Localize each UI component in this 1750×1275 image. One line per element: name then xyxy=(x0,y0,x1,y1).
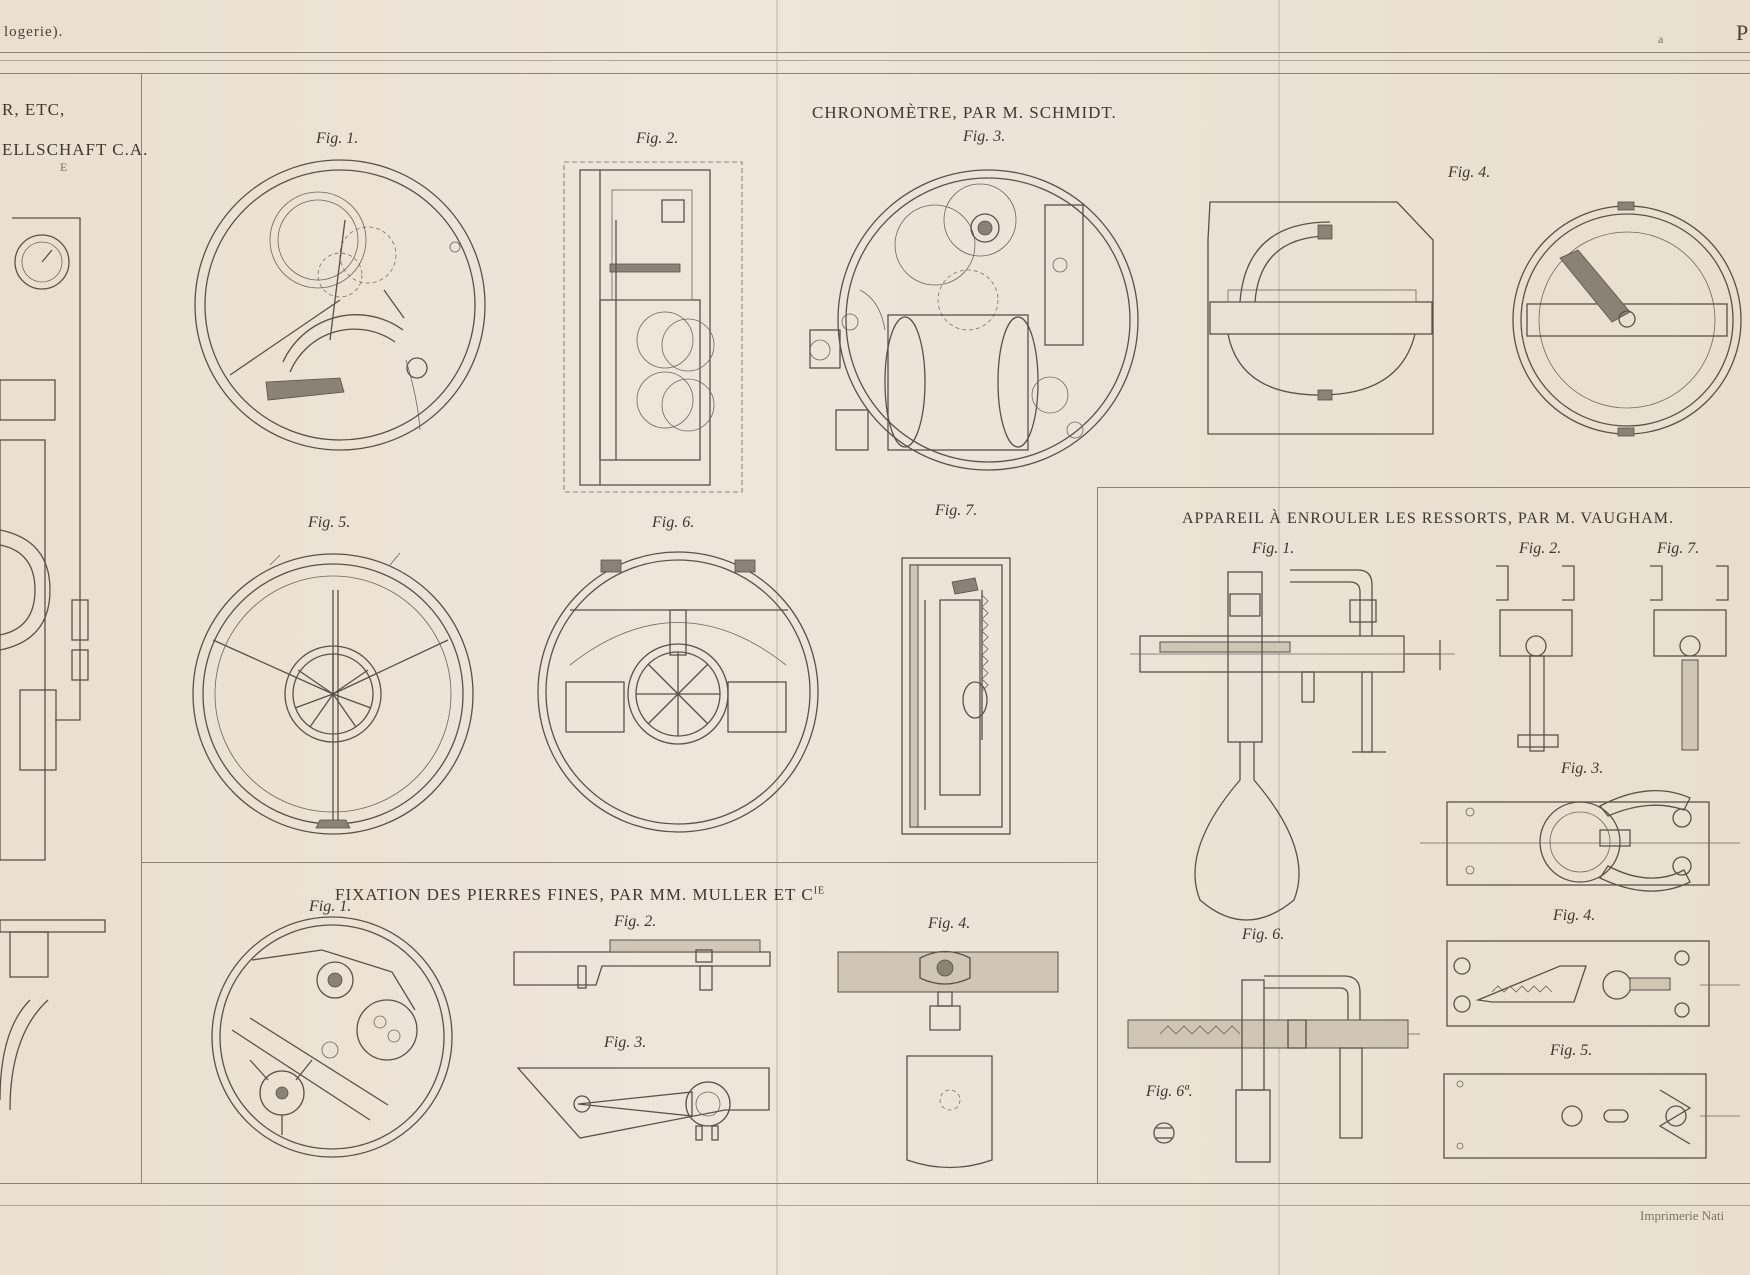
chrono-fig5-label: Fig. 5. xyxy=(308,514,351,531)
appareil-fig4-drawing xyxy=(1446,940,1740,1027)
chrono-fig1-label: Fig. 1. xyxy=(316,130,359,147)
chrono-fig3-label: Fig. 3. xyxy=(963,128,1006,145)
chrono-fig4a-drawing xyxy=(1207,201,1434,435)
appareil-fig7-label: Fig. 7. xyxy=(1657,540,1700,557)
appareil-top-rule xyxy=(1097,487,1750,488)
header-left-text: logerie). xyxy=(4,24,64,40)
left-panel-divider xyxy=(141,73,142,1183)
chrono-fig7-label: Fig. 7. xyxy=(935,502,978,519)
appareil-fig6-label: Fig. 6. xyxy=(1242,926,1285,943)
chrono-fig4b-drawing xyxy=(1512,201,1742,437)
fixation-fig4-label: Fig. 4. xyxy=(928,915,971,932)
frame-bottom xyxy=(0,1183,1750,1184)
section-divider-h xyxy=(141,862,1097,863)
chrono-fig2-drawing xyxy=(563,161,743,493)
fixation-fig2-label: Fig. 2. xyxy=(614,913,657,930)
top-rule xyxy=(0,52,1750,53)
left-apparatus-drawing xyxy=(0,217,106,1111)
appareil-title: APPAREIL À ENROULER LES RESSORTS, PAR M.… xyxy=(1182,510,1674,527)
fixation-fig2-drawing xyxy=(513,939,771,991)
appareil-fig6a-drawing xyxy=(1153,1122,1175,1144)
fixation-fig3-drawing xyxy=(516,1067,770,1141)
appareil-fig1-label: Fig. 1. xyxy=(1252,540,1295,557)
appareil-fig7-drawing xyxy=(1650,565,1729,751)
appareil-fig5-label: Fig. 5. xyxy=(1550,1042,1593,1059)
header-mark: a xyxy=(1658,32,1664,46)
left-title-line2: ELLSCHAFT C.A. xyxy=(2,140,149,159)
header-plate-letter: P xyxy=(1736,20,1750,45)
appareil-fig4-label: Fig. 4. xyxy=(1553,907,1596,924)
frame-top xyxy=(0,73,1750,74)
appareil-fig5-drawing xyxy=(1443,1073,1740,1159)
fold-crease xyxy=(776,0,778,1275)
chrono-fig6-drawing xyxy=(537,551,819,833)
chrono-fig7-drawing xyxy=(901,557,1011,835)
fixation-title: FIXATION DES PIERRES FINES, PAR MM. MULL… xyxy=(335,885,826,904)
appareil-fig3-label: Fig. 3. xyxy=(1561,760,1604,777)
fixation-fig1-drawing xyxy=(211,916,453,1158)
imprint-text: Imprimerie Nati xyxy=(1640,1208,1725,1223)
appareil-fig6a-label: Fig. 6ª. xyxy=(1146,1083,1193,1100)
section-divider-v xyxy=(1097,487,1098,1183)
fixation-fig1-label: Fig. 1. xyxy=(309,898,352,915)
fold-crease xyxy=(1278,0,1280,1275)
appareil-fig2-drawing xyxy=(1496,565,1575,752)
chronometre-title: CHRONOMÈTRE, PAR M. SCHMIDT. xyxy=(812,103,1117,122)
chrono-fig4-label: Fig. 4. xyxy=(1448,164,1491,181)
chrono-fig5-drawing xyxy=(192,552,474,835)
appareil-fig6-drawing xyxy=(1127,975,1420,1163)
fixation-fig3-label: Fig. 3. xyxy=(604,1034,647,1051)
left-title-line3: E xyxy=(60,160,68,174)
appareil-fig2-label: Fig. 2. xyxy=(1519,540,1562,557)
appareil-fig1-drawing xyxy=(1130,569,1455,921)
chrono-fig2-label: Fig. 2. xyxy=(636,130,679,147)
fixation-fig4-drawing xyxy=(837,950,1059,1169)
appareil-fig3-drawing xyxy=(1420,789,1740,892)
chrono-fig1-drawing xyxy=(194,159,486,451)
top-rule-inner xyxy=(0,60,1750,61)
bottom-rule xyxy=(0,1205,1750,1206)
chrono-fig6-label: Fig. 6. xyxy=(652,514,695,531)
chrono-fig3-drawing xyxy=(809,169,1139,471)
left-title-line1: R, ETC, xyxy=(2,100,66,119)
